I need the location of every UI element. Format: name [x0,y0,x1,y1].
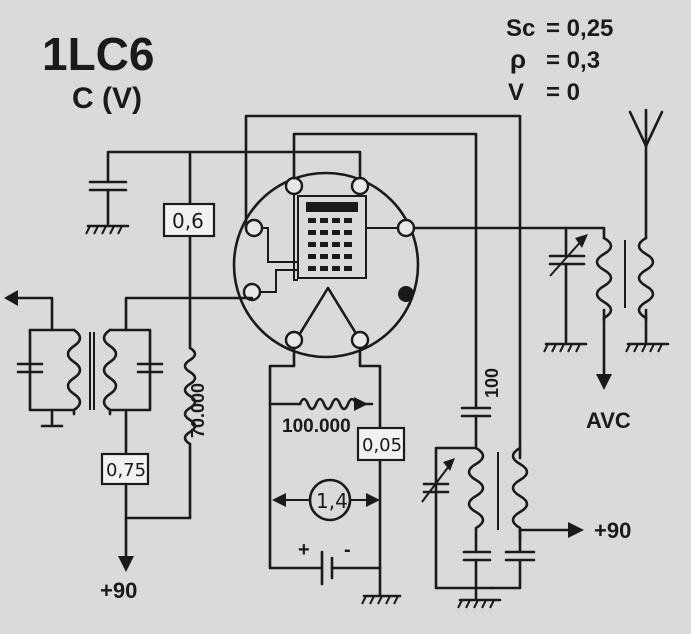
filament-circuit [268,346,382,596]
resistor-0-6-label: 0,6 [172,209,204,233]
filament-meter [308,478,352,522]
param-sc-symbol: Sc [506,15,535,42]
choke-70000-label: 70.000 [188,383,208,438]
param-v-value: = 0 [546,79,580,106]
b-plus-left-label: +90 [100,578,137,603]
ground-oscillator [457,598,502,609]
b-plus-right-label: +90 [594,518,631,543]
if-transformer-left [4,290,254,456]
capacitor-top-left [88,180,128,226]
ground-antenna [625,342,670,353]
battery-minus: - [344,539,351,561]
avc-label: AVC [586,408,631,433]
ground-top-left [85,224,130,235]
param-sc-value: = 0,25 [546,15,613,42]
oscillator-coil [421,406,584,600]
tube-type-title: 1LC6 [42,28,154,80]
resistor-0-6-box [162,202,216,238]
resistor-0-05-box [356,426,406,462]
grid-electrode [308,218,352,271]
ground-filament [361,594,402,605]
battery-plus: + [298,539,310,561]
resistor-0-05-label: 0,05 [362,435,402,456]
tube-base-label: C (V) [72,82,142,115]
resistor-0-75-label: 0,75 [106,460,146,481]
ground-tuning [543,342,588,353]
choke-70000 [183,346,197,520]
param-rho-value: = 0,3 [546,47,600,74]
cap-100-label: 100 [482,368,502,398]
top-wiring [106,114,522,460]
resistor-100000-label: 100.000 [282,416,351,437]
antenna-input-coil [412,108,664,390]
param-rho-symbol: ρ [510,44,526,74]
param-v-symbol: V [508,79,524,106]
tube-envelope [232,171,420,359]
filament-meter-label: 1,4 [316,489,348,513]
